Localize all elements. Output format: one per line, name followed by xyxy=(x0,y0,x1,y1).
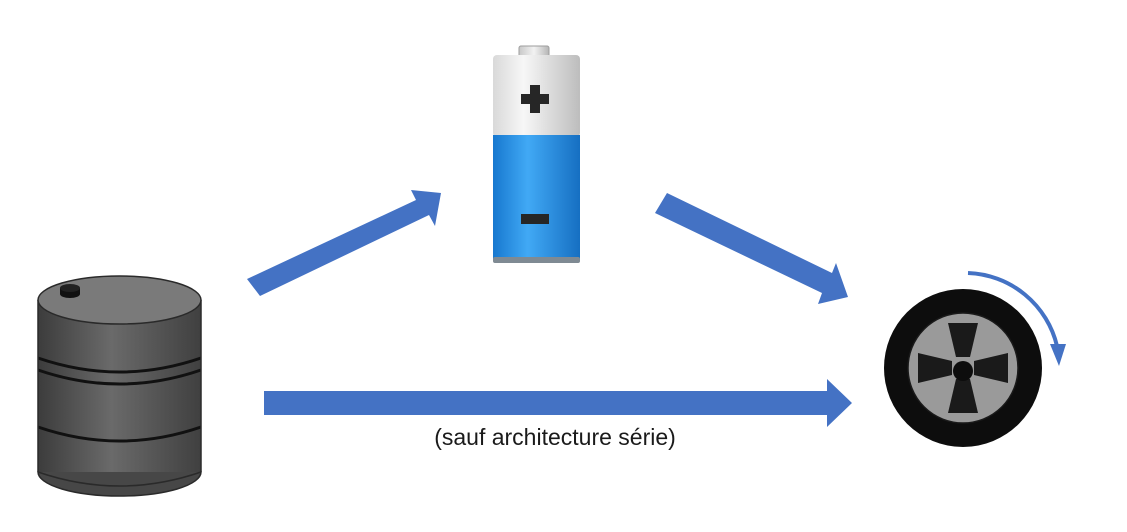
fuel-barrel-icon xyxy=(37,275,202,497)
arrow-fuel-to-battery xyxy=(247,190,441,296)
direct-path-label: (sauf architecture série) xyxy=(434,424,676,450)
plus-sign-icon xyxy=(521,85,549,113)
rotation-arrow-icon xyxy=(967,271,1066,366)
minus-sign-icon xyxy=(521,214,549,224)
battery-icon xyxy=(493,45,580,263)
wheel-icon xyxy=(884,289,1042,447)
arrow-fuel-to-wheel xyxy=(264,379,852,427)
arrow-battery-to-wheel xyxy=(655,193,848,304)
